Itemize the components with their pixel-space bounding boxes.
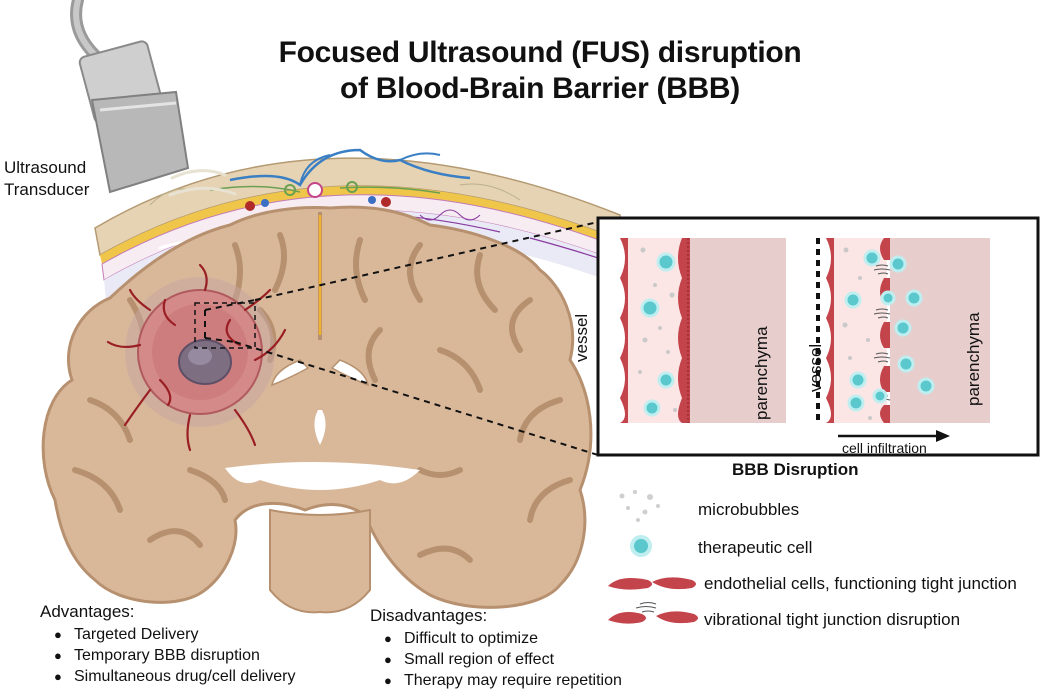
title-line-2: of Blood-Brain Barrier (BBB) — [340, 72, 740, 105]
bbb-inset — [596, 216, 1040, 457]
inset-caption: BBB Disruption — [732, 460, 859, 479]
tight-junction-disruption-icon — [608, 602, 698, 624]
disrupted-bbb-panel — [826, 238, 990, 442]
parenchyma-label-intact: parenchyma — [752, 326, 771, 420]
intact-bbb-panel — [620, 238, 786, 423]
advantage-item: Simultaneous drug/cell delivery — [38, 666, 295, 687]
disadvantage-item: Small region of effect — [368, 649, 622, 670]
vessel-label-disrupted: vessel — [806, 343, 825, 392]
advantages-list: Targeted Delivery Temporary BBB disrupti… — [38, 624, 295, 687]
transducer-label-line-2: Transducer — [4, 180, 90, 199]
disadvantages-title: Disadvantages: — [370, 606, 488, 625]
vessel-label-intact: vessel — [572, 313, 591, 362]
disadvantage-item: Difficult to optimize — [368, 628, 622, 649]
legend-label-microbubbles: microbubbles — [698, 500, 800, 519]
cell-infiltration-label: cell infiltration — [842, 440, 927, 456]
legend-icons — [608, 490, 698, 624]
title-line-1: Focused Ultrasound (FUS) disruption — [278, 36, 802, 69]
microbubbles-icon — [619, 490, 660, 522]
ultrasound-transducer-icon — [70, 0, 190, 194]
legend-label-junction-disruption: vibrational tight junction disruption — [704, 610, 961, 629]
advantage-item: Targeted Delivery — [38, 624, 295, 645]
legend-label-endothelial-cells: endothelial cells, functioning tight jun… — [704, 574, 1017, 593]
tumor-focus-region — [106, 221, 599, 456]
disadvantages-list: Difficult to optimize Small region of ef… — [368, 628, 622, 691]
disadvantage-item: Therapy may require repetition — [368, 670, 622, 691]
legend-label-therapeutic-cell: therapeutic cell — [698, 538, 813, 557]
transducer-label-line-1: Ultrasound — [4, 158, 87, 177]
advantages-title: Advantages: — [40, 602, 135, 621]
endothelial-cells-icon — [608, 577, 696, 590]
therapeutic-cell-icon — [630, 535, 652, 557]
advantage-item: Temporary BBB disruption — [38, 645, 295, 666]
parenchyma-label-disrupted: parenchyma — [964, 312, 983, 406]
